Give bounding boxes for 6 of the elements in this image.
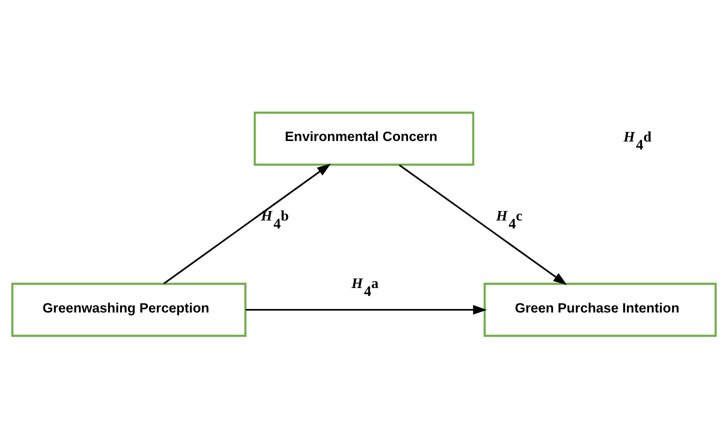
node-box: Environmental Concern xyxy=(254,112,474,166)
arrow xyxy=(398,164,567,286)
arrow xyxy=(163,164,331,284)
arrow xyxy=(246,305,487,315)
node-box: Greenwashing Perception xyxy=(11,282,246,337)
node-box: Green Purchase Intention xyxy=(484,282,717,337)
